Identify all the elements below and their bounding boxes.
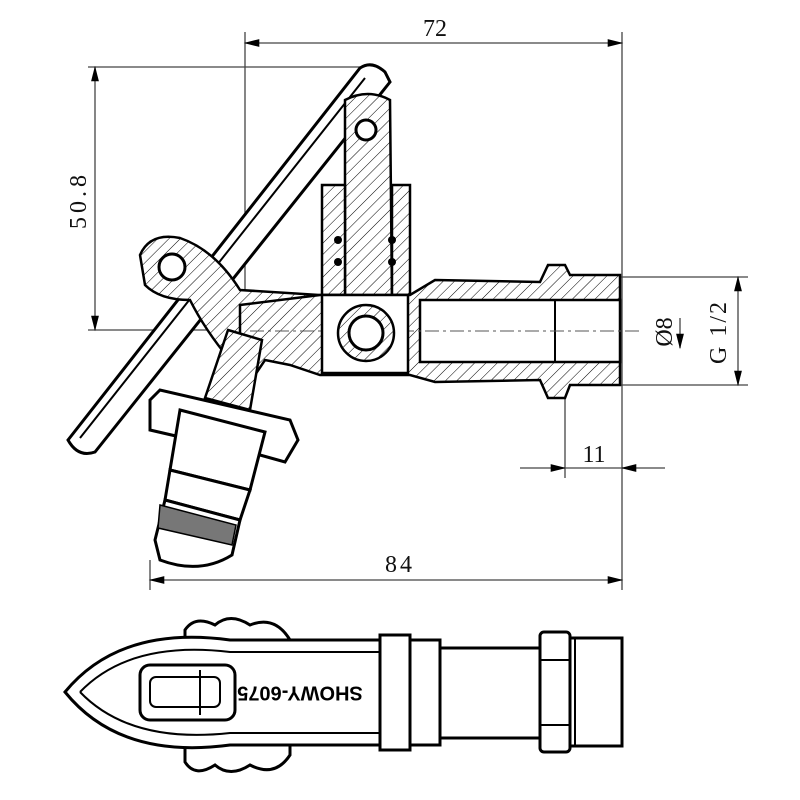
top-view: SHOWY-6075 [63, 617, 624, 773]
part-label: SHOWY-6075 [237, 682, 363, 704]
dim-11: 11 [582, 442, 605, 468]
dim-84: 84 [385, 552, 415, 578]
dim-50-8: 50.8 [66, 171, 92, 229]
dim-72: 72 [423, 16, 447, 42]
dim-bore-diameter: Ø8 [652, 317, 678, 346]
side-section-view [66, 63, 640, 568]
dimension-lines [88, 32, 748, 590]
dim-thread: G 1/2 [706, 300, 732, 364]
